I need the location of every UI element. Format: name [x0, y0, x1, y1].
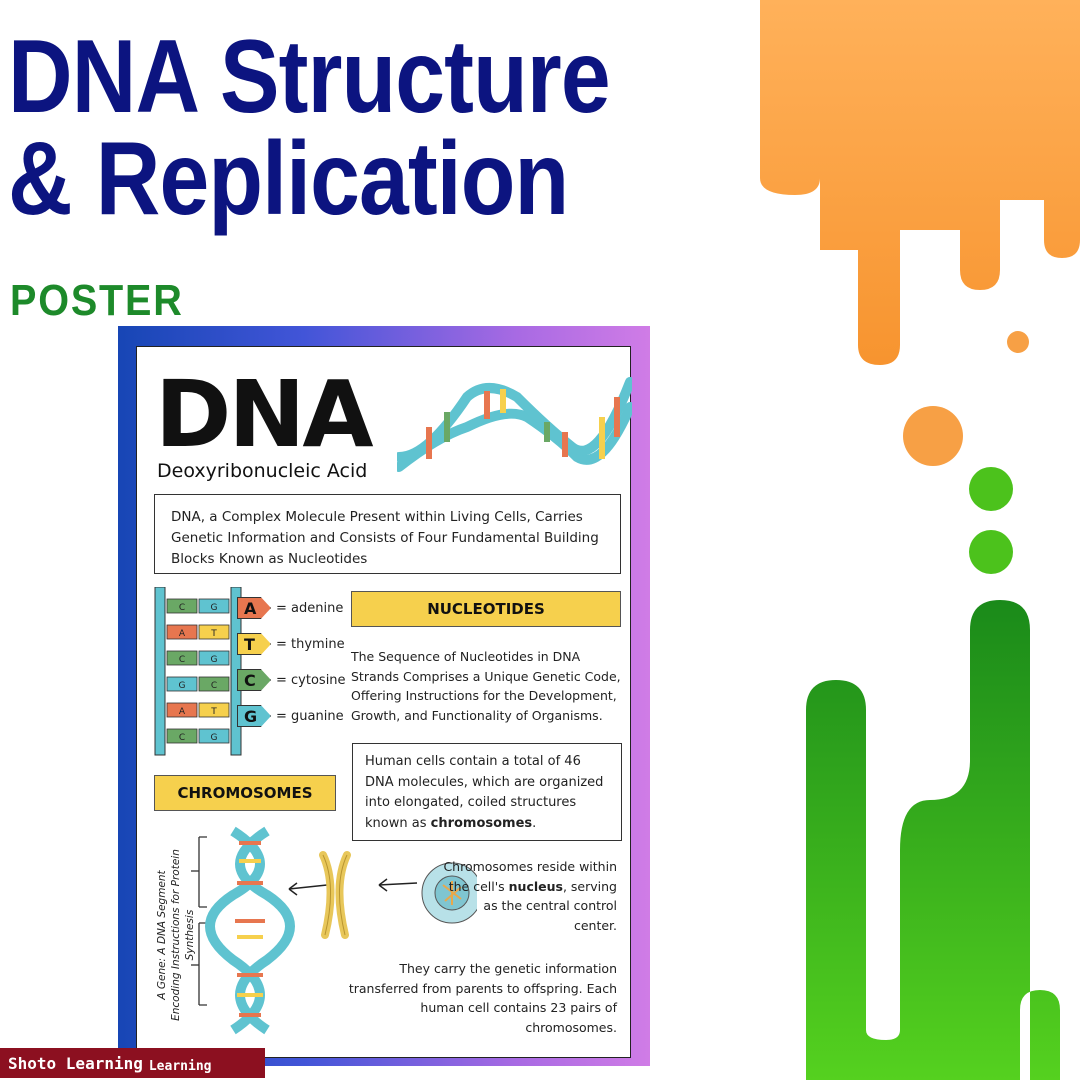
nucleotide-ladder: C G A T C G G C A T C G: [154, 587, 242, 756]
brand-watermark: Shoto Learning Learning: [0, 1048, 265, 1078]
nucleus-bold: nucleus: [508, 878, 563, 894]
ladder-letter-1-1: T: [210, 629, 217, 639]
chromosomes-label: CHROMOSOMES: [154, 775, 336, 811]
green-drip: [806, 600, 1060, 1080]
orange-drip: [760, 0, 1080, 365]
ladder-letter-0-1: G: [211, 603, 218, 613]
orange-dot-small: [1007, 331, 1029, 353]
green-dot-2: [969, 530, 1013, 574]
poster-heading: DNA: [155, 361, 374, 468]
ladder-base-5-0: [166, 728, 198, 744]
ladder-letter-0-0: C: [179, 603, 185, 613]
ladder-rungs: C G A T C G G C A T C G: [166, 598, 230, 744]
poster-full-name: Deoxyribonucleic Acid: [157, 460, 368, 482]
ladder-base-0-0: [166, 598, 198, 614]
intro-text: DNA, a Complex Molecule Present within L…: [154, 494, 621, 574]
ladder-base-3-1: [198, 676, 230, 692]
ladder-base-4-1: [198, 702, 230, 718]
chromosome-diagram: [191, 826, 477, 1035]
reside-text-2: , serving as the central control center.: [483, 878, 617, 933]
ladder-letter-2-1: G: [211, 655, 218, 665]
human-cells-box: Human cells contain a total of 46 DNA mo…: [352, 743, 622, 841]
orange-dot-large: [903, 406, 963, 466]
human-cells-text: Human cells contain a total of 46 DNA mo…: [365, 754, 604, 831]
human-cells-end: .: [532, 815, 537, 831]
nucleotides-text: The Sequence of Nucleotides in DNA Stran…: [351, 649, 621, 723]
ladder-letter-2-0: C: [179, 655, 185, 665]
title-line-2: & Replication: [8, 121, 569, 237]
guanine-label: = guanine: [276, 708, 344, 724]
thymine-badge: T: [237, 633, 271, 655]
legend-cytosine: C = cytosine: [237, 669, 346, 691]
guanine-badge: G: [237, 705, 271, 727]
ladder-letter-4-0: A: [179, 707, 186, 717]
ladder-base-2-0: [166, 650, 198, 666]
thymine-label: = thymine: [276, 636, 345, 652]
brand-name: Shoto Learning: [8, 1053, 143, 1073]
cytosine-badge: C: [237, 669, 271, 691]
nucleus-text: Chromosomes reside within the cell's nuc…: [437, 857, 617, 935]
ladder-base-1-1: [198, 624, 230, 640]
poster-subtitle: POSTER: [10, 276, 184, 325]
ladder-letter-1-0: A: [179, 629, 186, 639]
legend-guanine: G = guanine: [237, 705, 344, 727]
legend-thymine: T = thymine: [237, 633, 345, 655]
ladder-letter-4-1: T: [210, 707, 217, 717]
ladder-letter-3-1: C: [211, 681, 217, 691]
adenine-label: = adenine: [276, 600, 344, 616]
ladder-base-1-0: [166, 624, 198, 640]
adenine-badge: A: [237, 597, 271, 619]
human-cells-bold: chromosomes: [430, 815, 533, 831]
ladder-base-3-0: [166, 676, 198, 692]
ladder-base-0-1: [198, 598, 230, 614]
dna-helix-illustration: [397, 377, 632, 472]
ladder-letter-5-0: C: [179, 733, 185, 743]
ladder-letter-5-1: G: [211, 733, 218, 743]
reside-text-1: Chromosomes reside within the cell's: [443, 859, 617, 894]
inheritance-text: They carry the genetic information trans…: [348, 961, 617, 1035]
ladder-base-5-1: [198, 728, 230, 744]
cytosine-label: = cytosine: [276, 672, 346, 688]
page-title: DNA Structure & Replication: [8, 19, 611, 237]
ladder-letter-3-0: G: [179, 681, 186, 691]
brand-suffix: Learning: [148, 1058, 212, 1074]
green-dot-1: [969, 467, 1013, 511]
legend-adenine: A = adenine: [237, 597, 343, 619]
ladder-base-4-0: [166, 702, 198, 718]
poster: DNA Deoxyribonucleic Acid DNA, a Complex…: [136, 346, 632, 1058]
gene-caption: A Gene: A DNA Segment Encoding Instructi…: [156, 849, 196, 1021]
title-line-1: DNA Structure: [8, 19, 611, 135]
ladder-base-2-1: [198, 650, 230, 666]
nucleotides-label: NUCLEOTIDES: [351, 591, 621, 627]
